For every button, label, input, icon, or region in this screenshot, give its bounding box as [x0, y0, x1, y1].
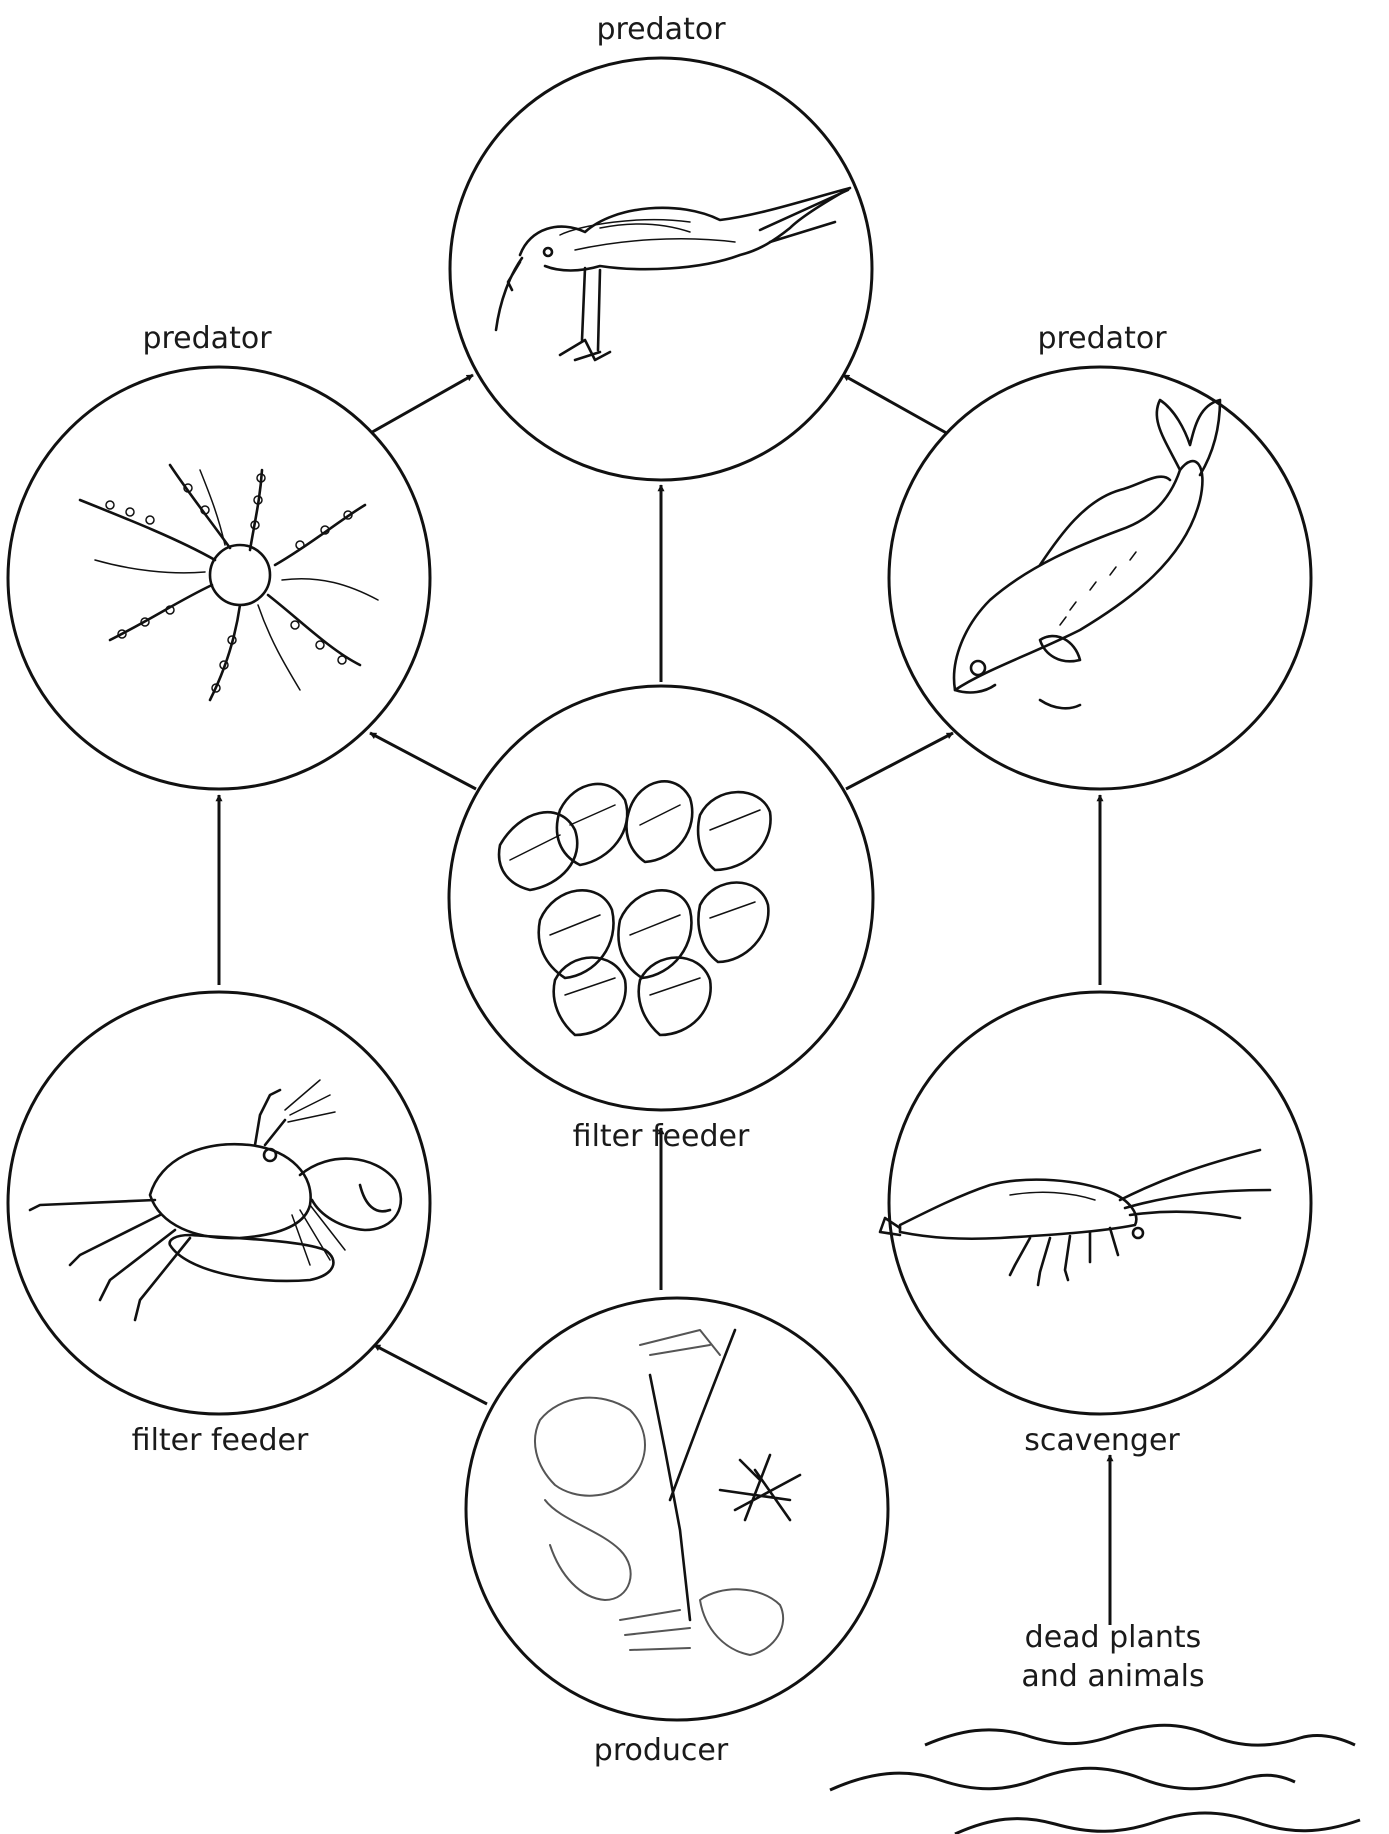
shrimp-circle [889, 992, 1311, 1414]
starfish-circle [8, 367, 430, 789]
arrow-plankton-to-crab [374, 1345, 487, 1404]
mussels-circle [449, 686, 873, 1110]
arrow-fish-to-gull [843, 375, 950, 435]
fish-label: predator [1037, 321, 1167, 356]
wave-line [955, 1813, 1360, 1834]
gull-label: predator [596, 12, 726, 47]
crab-label: filter feeder [132, 1423, 309, 1458]
starfish-label: predator [142, 321, 272, 356]
arrow-starfish-to-gull [367, 375, 473, 435]
wave-line [925, 1725, 1355, 1745]
fish-circle [889, 367, 1311, 789]
detritus-label-line1: dead plants [1025, 1620, 1202, 1655]
plankton-label: producer [594, 1733, 729, 1768]
mussels-label: filter feeder [573, 1119, 750, 1154]
arrow-mussels-to-starfish [370, 733, 476, 789]
shrimp-label: scavenger [1024, 1423, 1180, 1458]
detritus-label-line2: and animals [1021, 1659, 1204, 1694]
arrow-mussels-to-fish [846, 733, 953, 789]
water-waves [830, 1725, 1360, 1834]
wave-line [830, 1768, 1295, 1790]
